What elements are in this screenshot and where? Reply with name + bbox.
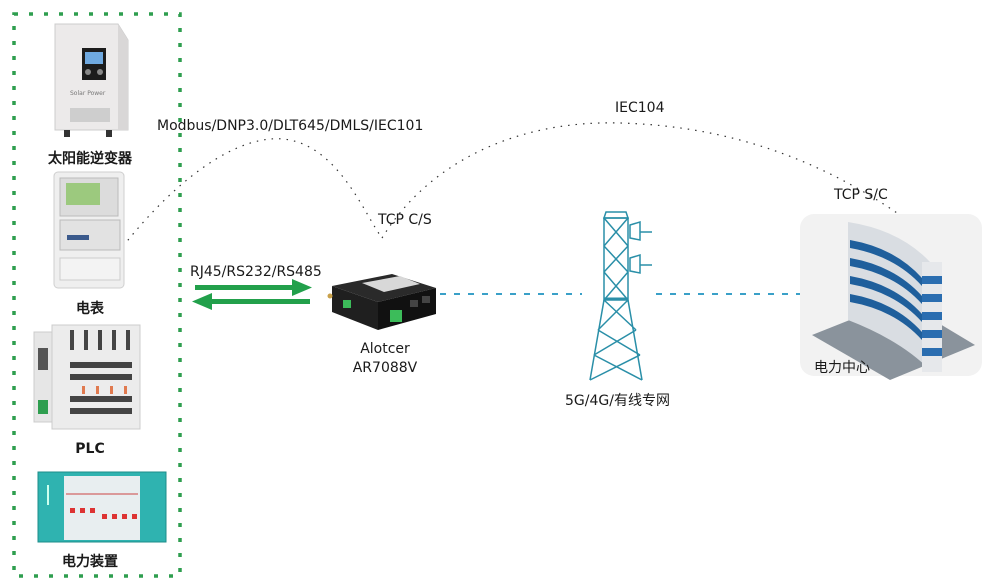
gateway-label: Alotcer AR7088V [340,340,430,378]
cell-tower-image [589,211,652,381]
arrow-left-shaft [210,299,310,304]
gateway-model: AR7088V [352,360,418,376]
gateway-brand: Alotcer [360,341,410,357]
power-center-image [800,214,982,380]
protocol-link-curve [104,138,383,271]
electric-meter-image [53,171,125,289]
arrow-left-head [192,293,212,310]
serial-interfaces-label: RJ45/RS232/RS485 [190,264,322,280]
tcp-sc-label: TCP S/C [834,187,888,203]
tcp-cs-label: TCP C/S [378,212,432,228]
plc-image [33,324,141,430]
arrow-right-shaft [195,285,295,290]
device-label-plc: PLC [75,441,105,457]
device-group-border [12,12,182,578]
iec104-label: IEC104 [615,100,665,116]
solar-inverter-brand-text: Solar Power [70,90,106,97]
gateway-device-image [327,274,436,330]
power-center-label: 电力中心 [814,360,870,376]
device-label-electric-meter: 电表 [76,301,104,317]
arrow-right-head [292,279,312,296]
network-label: 5G/4G/有线专网 [565,393,670,409]
solar-inverter-image [54,23,129,137]
device-label-solar-inverter: 太阳能逆变器 [48,151,132,167]
protocol-label: Modbus/DNP3.0/DLT645/DMLS/IEC101 [157,118,424,134]
bidirectional-arrow [192,279,312,310]
device-label-power-equipment: 电力装置 [62,554,118,570]
power-equipment-image [37,471,167,543]
